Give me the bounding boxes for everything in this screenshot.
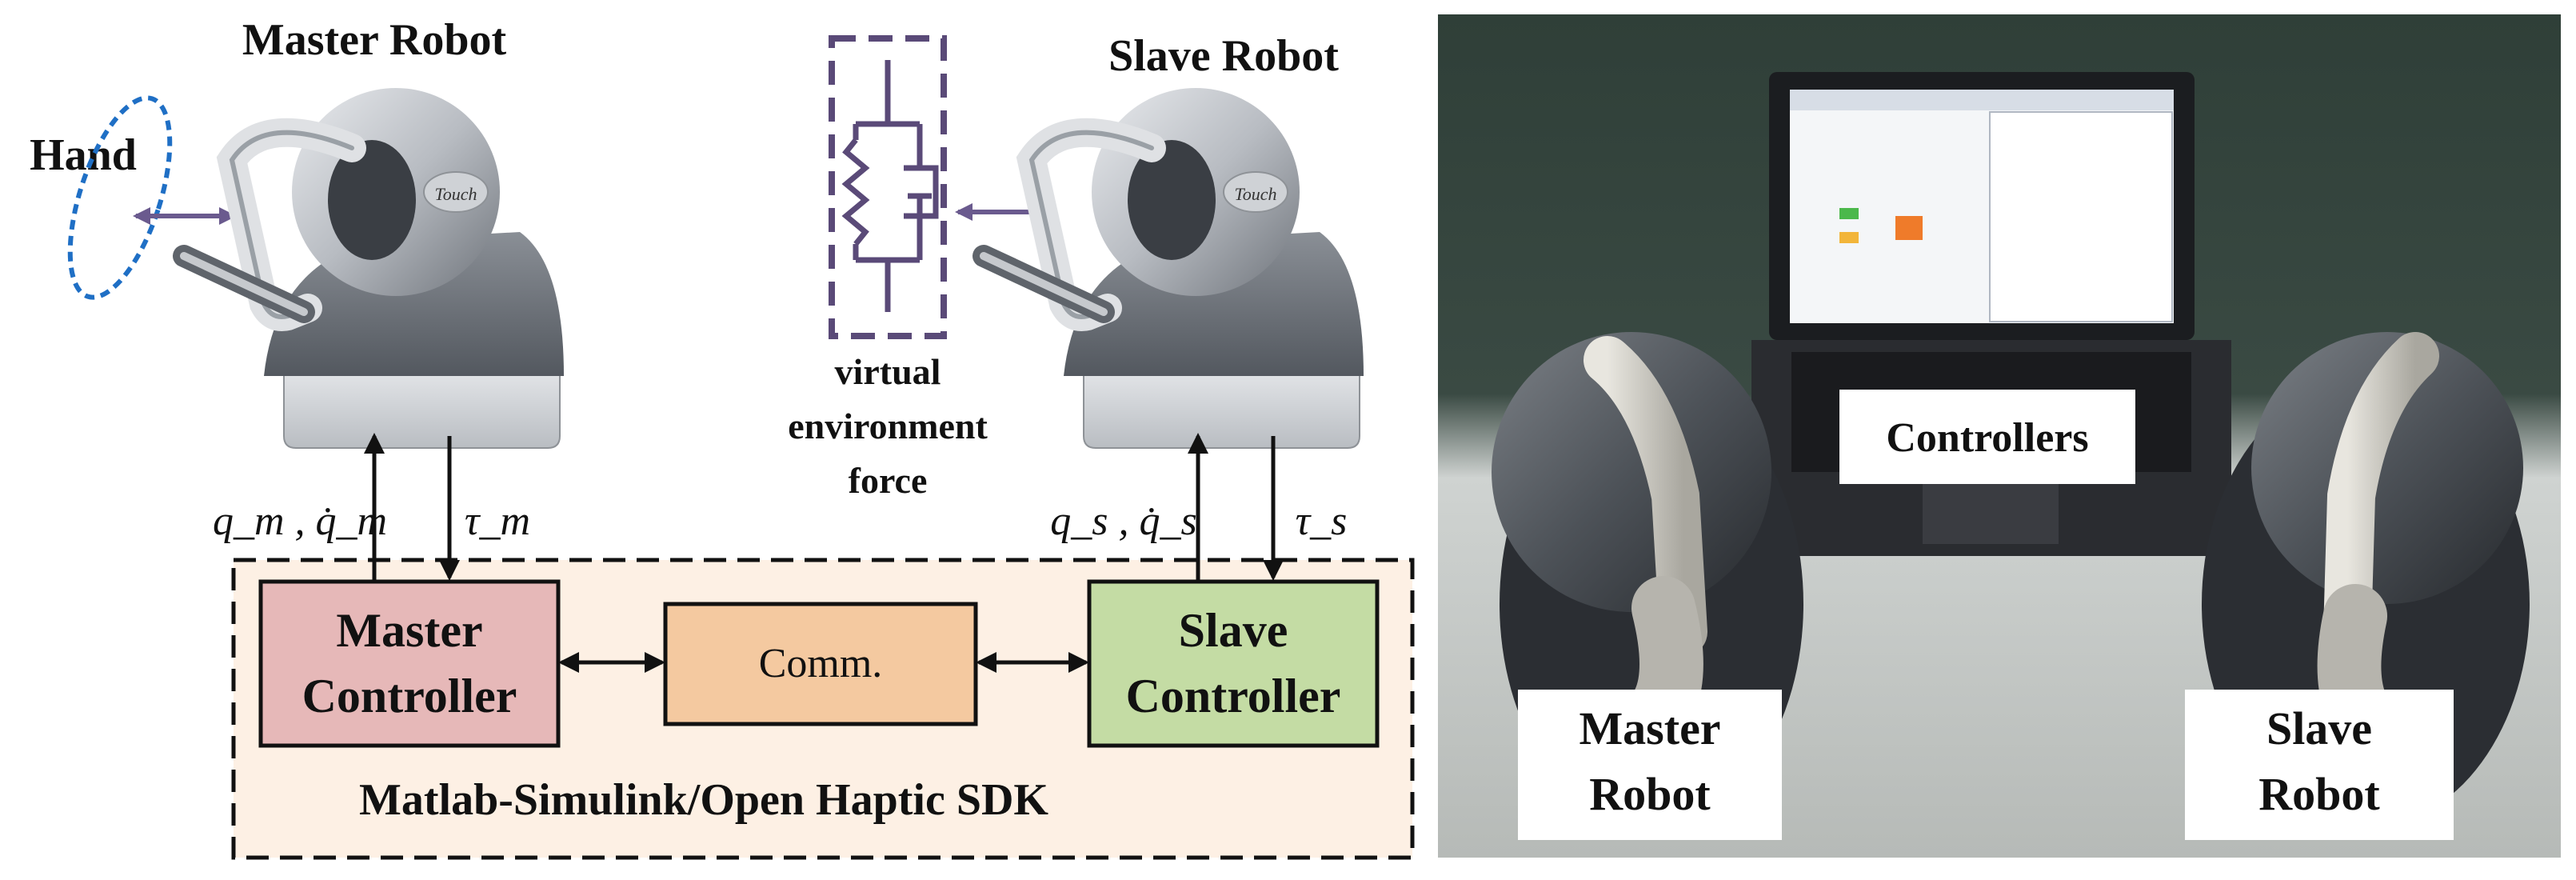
master-torque-label: τ_m bbox=[465, 498, 530, 544]
slave-brand-badge bbox=[1223, 171, 1288, 213]
slave-haptic-device: Touch bbox=[972, 88, 1364, 449]
controllers-label-box bbox=[1839, 390, 2135, 484]
experimental-setup-photo: Controllers Master Robot Slave Robot bbox=[1438, 14, 2561, 858]
comm-box bbox=[663, 602, 978, 726]
master-haptic-device: Touch bbox=[173, 88, 564, 449]
master-robot-label-box bbox=[1518, 690, 1782, 840]
slave-state-label: q_s , q̇_s bbox=[1050, 498, 1196, 544]
slave-controller-box bbox=[1087, 579, 1380, 748]
slave-robot-label-line2: Robot bbox=[2258, 768, 2380, 820]
slave-brand-text: Touch bbox=[1235, 184, 1277, 204]
master-brand-text: Touch bbox=[435, 184, 477, 204]
teleoperation-diagram: Master Robot Slave Robot Hand Touch bbox=[30, 15, 1415, 860]
master-robot-label-line2: Robot bbox=[1589, 768, 1711, 820]
master-state-label: q_m , q̇_m bbox=[213, 498, 387, 544]
master-robot-title: Master Robot bbox=[242, 15, 507, 65]
slave-robot-label-line1: Slave bbox=[2266, 702, 2372, 754]
master-controller-box bbox=[258, 579, 561, 748]
hand-ellipse bbox=[67, 95, 173, 300]
controllers-label: Controllers bbox=[1886, 415, 2088, 461]
master-brand-badge bbox=[423, 171, 489, 213]
virtual-environment-model bbox=[829, 35, 947, 339]
virtual-env-label-line2: environment bbox=[788, 406, 988, 446]
master-controller-label-line1: Master bbox=[336, 604, 482, 657]
master-robot-label-line1: Master bbox=[1579, 702, 1720, 754]
hand-label: Hand bbox=[30, 130, 137, 180]
slave-torque-label: τ_s bbox=[1296, 498, 1348, 544]
virtual-env-label-line3: force bbox=[849, 460, 928, 501]
slave-controller-label-line1: Slave bbox=[1179, 604, 1288, 657]
slave-robot-label-box bbox=[2185, 690, 2454, 840]
slave-controller-label-line2: Controller bbox=[1126, 670, 1341, 722]
comm-label: Comm. bbox=[759, 641, 883, 686]
master-controller-label-line2: Controller bbox=[302, 670, 517, 722]
spring-icon bbox=[841, 138, 870, 246]
virtual-env-label-line1: virtual bbox=[835, 351, 941, 392]
slave-robot-title: Slave Robot bbox=[1108, 31, 1339, 81]
software-label: Matlab-Simulink/Open Haptic SDK bbox=[359, 775, 1048, 825]
